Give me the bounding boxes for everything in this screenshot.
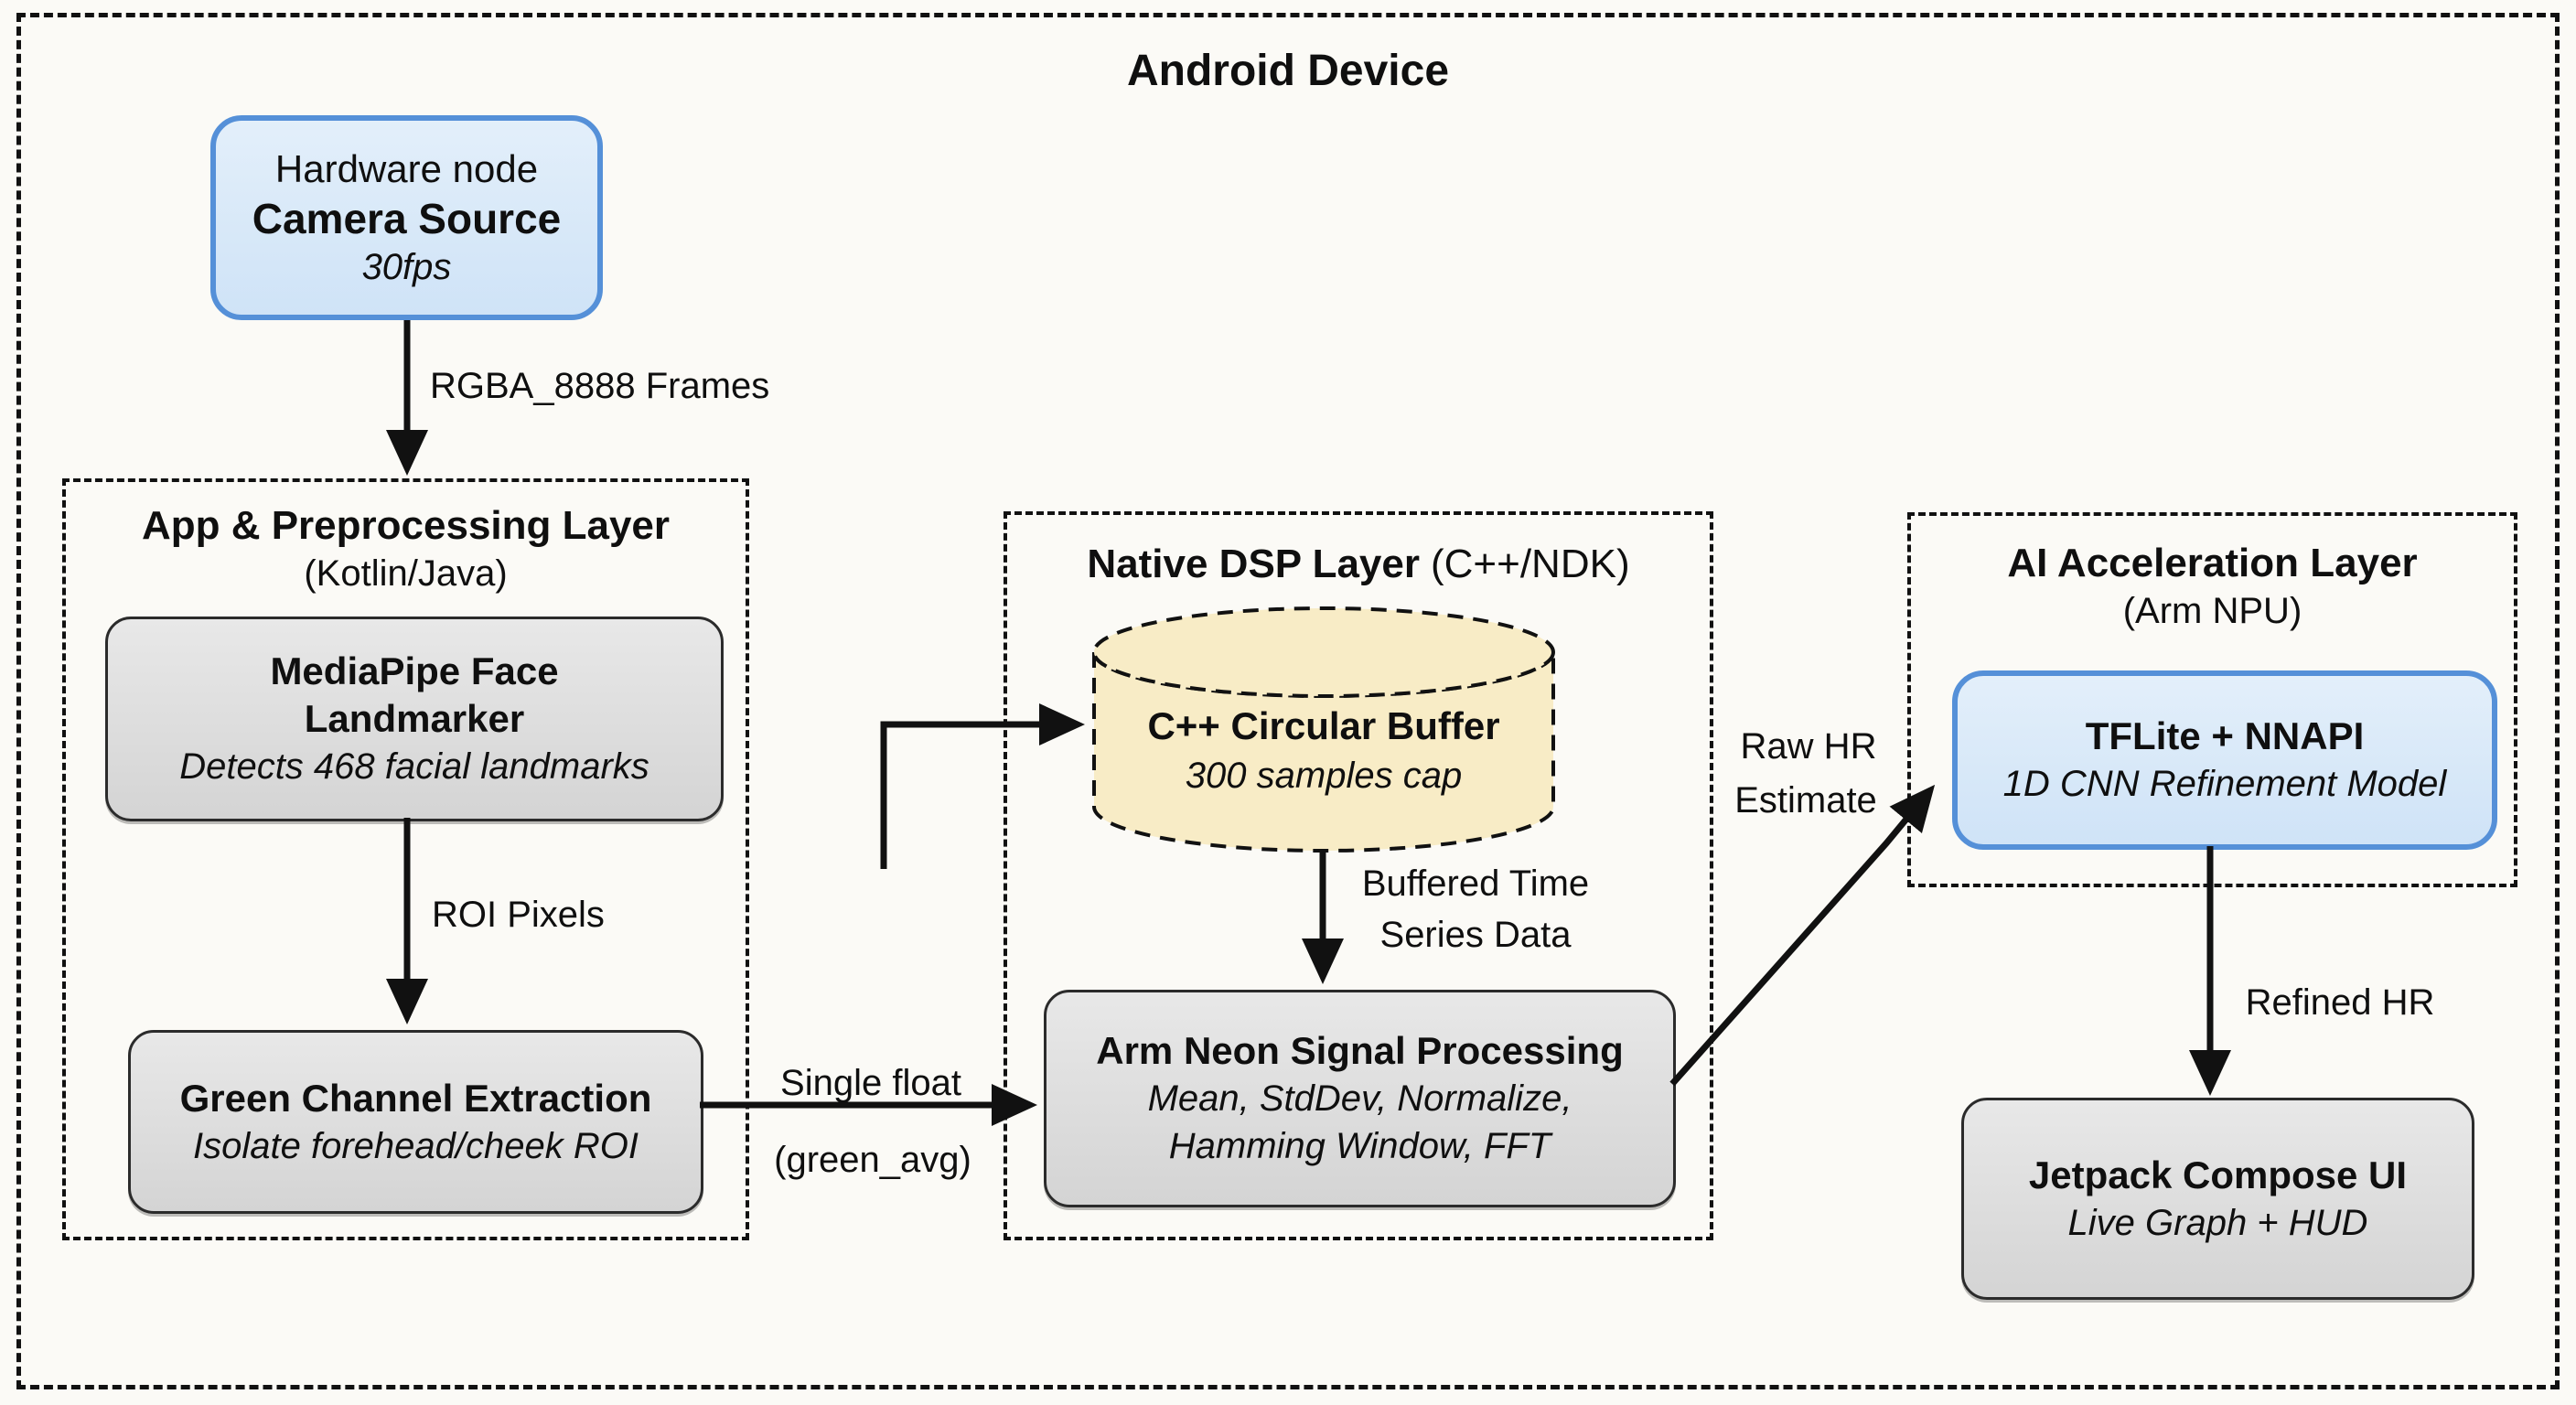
node-tflite-nnapi: TFLite + NNAPI 1D CNN Refinement Model — [1952, 670, 2497, 850]
compose-title: Jetpack Compose UI — [2028, 1153, 2408, 1196]
node-mediapipe-face-landmarker: MediaPipe Face Landmarker Detects 468 fa… — [105, 617, 724, 821]
edge-label-series-data: Series Data — [1379, 915, 1572, 955]
layer-app-subtitle: (Kotlin/Java) — [304, 553, 508, 594]
edge-label-estimate: Estimate — [1734, 780, 1877, 820]
edge-label-raw-hr: Raw HR — [1740, 726, 1877, 767]
tflite-title: TFLite + NNAPI — [2085, 714, 2365, 757]
node-jetpack-compose-ui: Jetpack Compose UI Live Graph + HUD — [1961, 1098, 2474, 1300]
camera-title: Camera Source — [252, 195, 562, 242]
neon-subtitle-line2: Hamming Window, FFT — [1168, 1126, 1551, 1166]
layer-dsp-title-bold: Native DSP Layer — [1087, 542, 1420, 586]
edge-label-green-avg: (green_avg) — [774, 1140, 971, 1180]
layer-app-title: App & Preprocessing Layer — [141, 503, 671, 548]
mediapipe-title-line2: Landmarker — [304, 697, 525, 740]
mediapipe-subtitle: Detects 468 facial landmarks — [179, 746, 649, 787]
node-arm-neon-signal-processing: Arm Neon Signal Processing Mean, StdDev,… — [1044, 990, 1676, 1207]
tflite-subtitle: 1D CNN Refinement Model — [2002, 764, 2447, 804]
node-green-channel-extraction: Green Channel Extraction Isolate forehea… — [128, 1030, 703, 1214]
edge-label-refined-hr: Refined HR — [2245, 982, 2435, 1023]
layer-dsp-title-rest: (C++/NDK) — [1431, 542, 1630, 586]
edge-label-buffered-time: Buffered Time — [1361, 863, 1590, 904]
edge-label-roi-pixels: ROI Pixels — [432, 895, 605, 935]
camera-kind-label: Hardware node — [274, 147, 539, 190]
layer-ai-subtitle: (Arm NPU) — [2122, 591, 2302, 631]
node-circular-buffer-label: C++ Circular Buffer 300 samples cap — [1094, 702, 1553, 801]
compose-subtitle: Live Graph + HUD — [2067, 1202, 2368, 1243]
camera-subtitle: 30fps — [361, 247, 452, 287]
neon-subtitle-line1: Mean, StdDev, Normalize, — [1147, 1078, 1572, 1119]
buffer-subtitle: 300 samples cap — [1185, 756, 1463, 796]
layer-ai-acceleration: AI Acceleration Layer (Arm NPU) TFLite +… — [1907, 512, 2517, 887]
layer-dsp-title: Native DSP Layer(C++/NDK) — [1007, 541, 1710, 588]
neon-title: Arm Neon Signal Processing — [1096, 1029, 1624, 1072]
layer-ai-title: AI Acceleration Layer — [2007, 541, 2418, 585]
node-camera-source: Hardware node Camera Source 30fps — [210, 115, 603, 320]
edge-label-rgba-frames: RGBA_8888 Frames — [430, 366, 770, 406]
edge-label-single-float: Single float — [780, 1063, 961, 1103]
green-subtitle: Isolate forehead/cheek ROI — [193, 1125, 639, 1166]
layer-app-preprocessing: App & Preprocessing Layer (Kotlin/Java) … — [62, 478, 749, 1240]
buffer-title: C++ Circular Buffer — [1147, 704, 1500, 747]
green-title: Green Channel Extraction — [179, 1076, 652, 1120]
android-device-frame — [16, 13, 2560, 1389]
diagram-title: Android Device — [1126, 47, 1450, 95]
mediapipe-title-line1: MediaPipe Face — [270, 649, 559, 692]
layer-native-dsp: Native DSP Layer(C++/NDK) Arm Neon Signa… — [1004, 511, 1713, 1240]
